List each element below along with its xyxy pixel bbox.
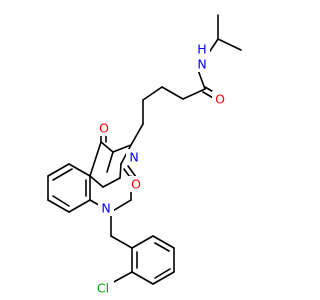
molecule-structure: O N O N N H O Cl: [47, 14, 242, 296]
bond: [106, 151, 114, 173]
bond: [100, 141, 114, 153]
atom-label-n-ring3: N: [129, 150, 138, 165]
bond: [152, 235, 175, 249]
bond: [142, 86, 163, 101]
bond: [68, 199, 91, 213]
bond: [182, 88, 206, 100]
structure-diagram: O N O N N H O Cl: [47, 14, 242, 296]
atom-label-h-amide: H: [197, 42, 206, 57]
bond: [110, 235, 133, 249]
bond: [112, 144, 132, 153]
atom-label-o-mid: O: [131, 177, 141, 192]
bond: [154, 242, 170, 252]
atom-label-cl: Cl: [97, 281, 109, 296]
bond: [89, 175, 104, 188]
bond: [152, 271, 175, 285]
bond: [68, 163, 91, 177]
bond: [52, 195, 70, 207]
bond: [130, 123, 144, 146]
bond: [52, 168, 73, 181]
atom-label-n-amide: N: [197, 57, 206, 72]
bonds: [47, 14, 242, 285]
bond: [127, 165, 137, 178]
bond: [154, 268, 171, 279]
atom-label-n-ring1: N: [101, 201, 110, 216]
bond: [110, 199, 132, 213]
bond: [119, 163, 122, 179]
bond: [47, 199, 70, 213]
atom-label-o-top: O: [99, 121, 109, 136]
bond: [89, 141, 102, 177]
bond: [197, 69, 206, 90]
bond: [47, 163, 70, 177]
bond: [161, 86, 184, 100]
bond: [131, 271, 154, 285]
atom-labels: O N O N N H O Cl: [92, 42, 228, 296]
bond: [102, 177, 121, 188]
bond: [217, 38, 242, 51]
atom-label-o-amide: O: [215, 92, 225, 107]
bond: [131, 235, 154, 249]
